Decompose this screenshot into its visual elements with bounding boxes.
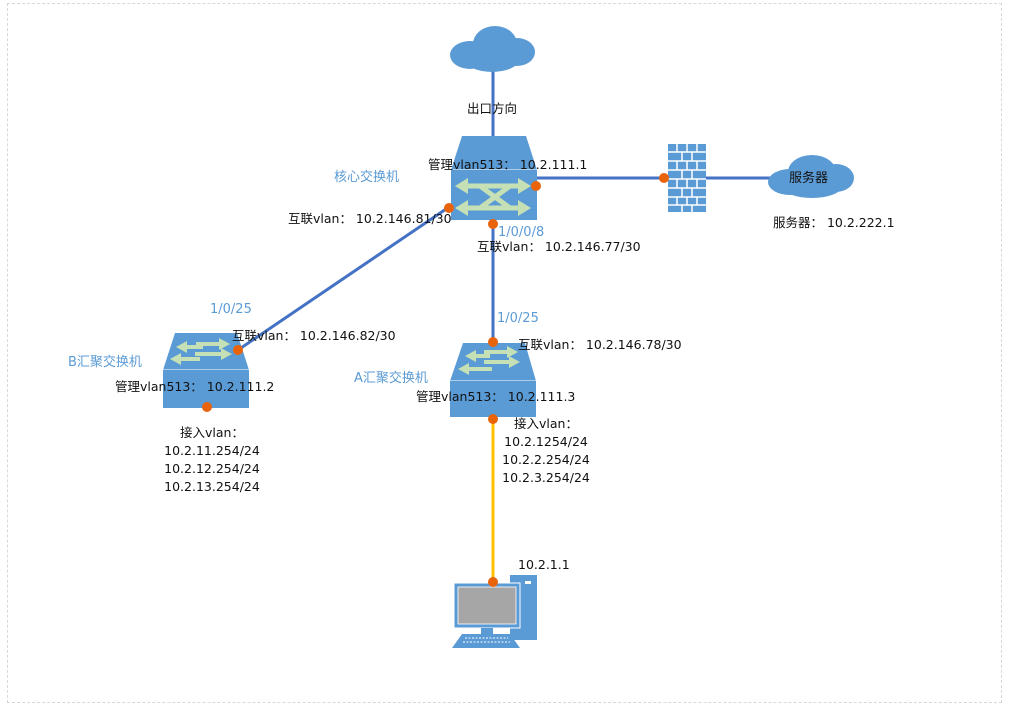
switch-a-access-vlan: 10.2.2.254/24 <box>502 452 590 467</box>
pc-address: 10.2.1.1 <box>518 557 570 572</box>
switch-b-icon <box>163 333 249 408</box>
firewall-icon <box>668 144 706 212</box>
switch-a-access-title: 接入vlan： <box>514 416 578 431</box>
core-switch-icon <box>451 136 537 220</box>
port-dot-switch-a-up <box>488 337 498 347</box>
switch-b-interlink: 互联vlan： 10.2.146.82/30 <box>232 328 396 343</box>
port-dot-switch-b-down <box>202 402 212 412</box>
switch-b-access-vlan: 10.2.11.254/24 <box>164 443 260 458</box>
server-cloud-icon <box>768 155 854 198</box>
port-dot-core-left <box>444 203 454 213</box>
switch-b-access-vlan: 10.2.12.254/24 <box>164 461 260 476</box>
switch-a-port: 1/0/25 <box>497 311 539 326</box>
switch-b-port: 1/0/25 <box>210 302 252 317</box>
switch-a-interlink: 互联vlan： 10.2.146.78/30 <box>518 337 682 352</box>
core-switch-interlink-down: 互联vlan： 10.2.146.77/30 <box>477 239 641 254</box>
switch-b-access-vlans: 接入vlan： 10.2.11.254/24 10.2.12.254/24 10… <box>150 424 274 496</box>
port-dot-core-down <box>488 219 498 229</box>
port-dot-core-firewall <box>531 181 541 191</box>
switch-b-name: B汇聚交换机 <box>68 355 142 370</box>
computer-icon <box>452 575 537 648</box>
port-dot-pc <box>488 577 498 587</box>
core-switch-name: 核心交换机 <box>334 170 400 185</box>
switch-a-icon <box>450 343 536 417</box>
switch-b-access-vlan: 10.2.13.254/24 <box>164 479 260 494</box>
switch-a-access-vlans: 接入vlan： 10.2.1254/24 10.2.2.254/24 10.2.… <box>498 415 594 487</box>
internet-cloud-icon <box>450 26 535 72</box>
switch-b-mgmt: 管理vlan513： 10.2.111.2 <box>115 379 275 394</box>
link-core-switch-b <box>237 205 450 352</box>
server-cloud-label: 服务器 <box>789 171 829 186</box>
internet-direction-label: 出口方向 <box>467 101 518 116</box>
core-switch-interlink-left: 互联vlan： 10.2.146.81/30 <box>288 211 452 226</box>
core-switch-mgmt: 管理vlan513： 10.2.111.1 <box>428 157 588 172</box>
switch-a-access-vlan: 10.2.3.254/24 <box>502 470 590 485</box>
switch-a-mgmt: 管理vlan513： 10.2.111.3 <box>416 389 576 404</box>
switch-a-access-vlan: 10.2.1254/24 <box>504 434 588 449</box>
server-address: 服务器： 10.2.222.1 <box>773 215 895 230</box>
switch-a-name: A汇聚交换机 <box>354 371 428 386</box>
core-switch-port-down: 1/0/0/8 <box>498 225 545 240</box>
port-dot-switch-b-up <box>233 345 243 355</box>
port-dot-firewall <box>659 173 669 183</box>
switch-b-access-title: 接入vlan： <box>180 425 244 440</box>
port-dot-switch-a-down <box>488 414 498 424</box>
